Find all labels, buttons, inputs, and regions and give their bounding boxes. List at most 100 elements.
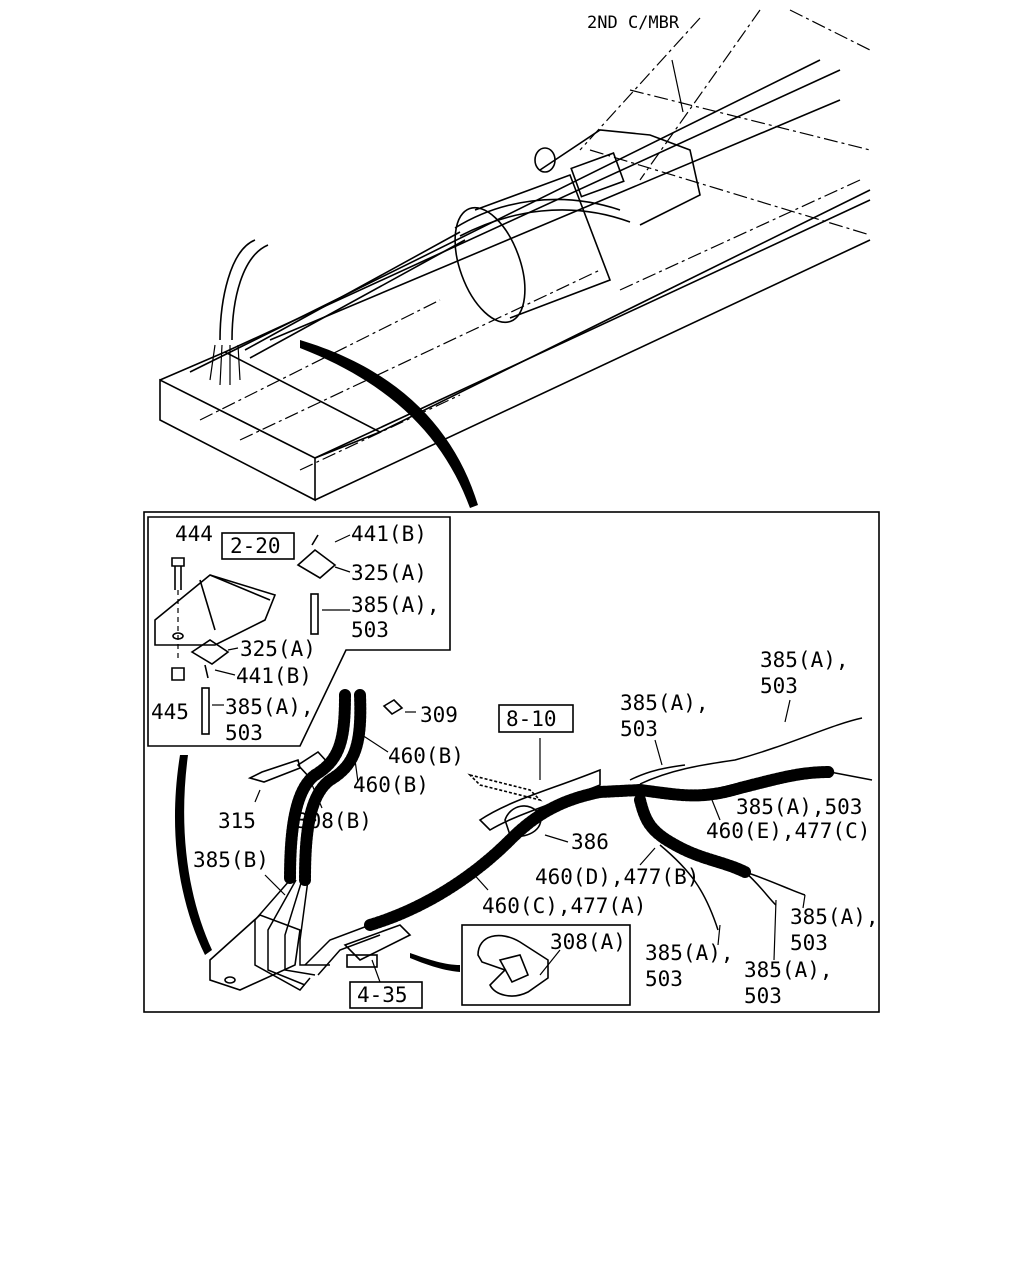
leader-385b — [264, 874, 286, 896]
connector-low-icon — [190, 639, 230, 679]
valve-cap — [534, 147, 556, 173]
detail-frame — [143, 511, 880, 1013]
leader-441b-top — [334, 534, 351, 543]
label-385a-c1-line1: 385(A), — [620, 691, 709, 715]
label-325a-low: 325(A) — [240, 637, 316, 661]
leader-385a-c1 — [654, 739, 663, 766]
label-385a-top: 385(A), — [351, 593, 440, 617]
label-386: 386 — [571, 830, 609, 854]
grommet-386 — [504, 805, 542, 837]
leader-325a-top — [334, 566, 351, 573]
frame-dash-3 — [619, 179, 861, 291]
cross-member-line-1 — [589, 149, 871, 236]
clamp-4-35-base — [346, 954, 378, 968]
hose-460d — [634, 794, 751, 878]
frame-rail-end — [159, 378, 316, 502]
line-385a-lower-right — [744, 871, 806, 896]
label-385a-mid: 385(A),503 — [736, 795, 862, 819]
frame-rail-inner-edge — [269, 99, 841, 341]
ref-4-35: 4-35 — [357, 983, 408, 1007]
label-308a: 308(A) — [550, 930, 626, 954]
label-385a-b1-line1: 385(A), — [645, 941, 734, 965]
leader-385a-tr — [784, 699, 791, 723]
leader-325a-low — [227, 647, 239, 651]
cross-member-line-3 — [579, 17, 701, 151]
leader-441b-low — [214, 669, 236, 676]
bolt-444-icon — [171, 557, 185, 590]
bolt-315-icon — [247, 758, 301, 783]
leader-386 — [544, 834, 569, 843]
line-385a-top-right — [639, 717, 863, 785]
chassis-frame-view: 2ND C/MBR — [159, 9, 871, 508]
vertical-harness-2 — [231, 244, 269, 341]
label-385b: 385(B) — [193, 848, 269, 872]
vertical-harness-1 — [219, 239, 256, 341]
lead-1 — [254, 879, 311, 991]
label-308b: 308(B) — [296, 809, 372, 833]
tank-body — [474, 173, 612, 319]
line-385a-bottom — [659, 844, 719, 931]
leader-308a — [539, 949, 561, 976]
clamp-inset-frame — [461, 924, 631, 1006]
label-460c: 460(C),477(A) — [482, 894, 646, 918]
line-385a-center — [629, 764, 686, 781]
hose-460c — [364, 784, 646, 931]
label-385a-r1-line2: 503 — [790, 931, 828, 955]
clamp-308b — [296, 750, 332, 782]
label-460b-2: 460(B) — [353, 773, 429, 797]
cross-member-line-2 — [629, 89, 871, 151]
connector-top-icon — [296, 534, 337, 579]
ref-box-4-35 — [349, 981, 423, 1009]
line-385a-right — [829, 771, 873, 781]
frame-rail-long-edge-2 — [314, 239, 871, 501]
ref-box-2-20 — [221, 532, 295, 560]
cross-member-line-4 — [789, 9, 871, 51]
pipe-top-icon — [310, 593, 319, 635]
member-leader-line — [671, 59, 684, 113]
frame-rail-top-face — [159, 351, 382, 459]
label-444: 444 — [175, 522, 213, 546]
frame-rail-long-edge-1 — [314, 199, 871, 459]
harness-leads — [209, 344, 241, 386]
cross-member-line-5 — [639, 9, 761, 181]
frame-rail-inner-edge-2 — [379, 189, 871, 433]
leader-460b-1 — [361, 734, 389, 753]
clamp-308a-icon — [477, 934, 549, 997]
leader-308b — [309, 779, 323, 809]
label-460b-1: 460(B) — [388, 744, 464, 768]
lower-bracket — [209, 914, 301, 991]
label-385a-c1-line2: 503 — [620, 717, 658, 741]
frame-rail-far-edge-2 — [189, 59, 821, 373]
frame-harness-3 — [454, 198, 621, 229]
member-label: 2ND C/MBR — [587, 13, 680, 33]
leader-460b-2 — [354, 759, 359, 783]
left-pointer-arc — [174, 755, 212, 955]
frame-harness-4 — [459, 209, 631, 237]
valve-block — [570, 152, 625, 198]
leader-460e — [711, 799, 721, 821]
tank-upper-housing — [539, 129, 701, 226]
nut-309-icon — [382, 698, 404, 716]
ref-box-8-10 — [498, 704, 574, 733]
label-315: 315 — [218, 809, 256, 833]
tank-end-cap — [454, 206, 526, 324]
bracket-inset: 2-20 444 441(B) 325(A) 385(A), 503 325(A… — [147, 516, 451, 747]
frame-dash-4 — [299, 394, 461, 471]
label-325a-top: 325(A) — [351, 561, 427, 585]
label-441b-top: 441(B) — [351, 522, 427, 546]
frame-harness-2 — [249, 239, 466, 359]
harness-detail: 8-10 4-35 308(A) 309 460(B) 460(B) 315 3… — [193, 648, 879, 1009]
hose-460b-1 — [284, 689, 351, 886]
lead-3 — [284, 879, 316, 976]
frame-harness-1 — [244, 231, 461, 351]
leader-385a-r1 — [802, 894, 806, 909]
hose-460b-2 — [299, 689, 367, 886]
line-385a-lower-right-2 — [744, 871, 777, 906]
label-460d: 460(D),477(B) — [535, 865, 699, 889]
label-385a-tr-line2: 503 — [760, 674, 798, 698]
crossmember-8-10 — [478, 768, 601, 832]
label-309: 309 — [420, 703, 458, 727]
label-441b-low: 441(B) — [236, 664, 312, 688]
leader-4-35 — [371, 959, 381, 983]
